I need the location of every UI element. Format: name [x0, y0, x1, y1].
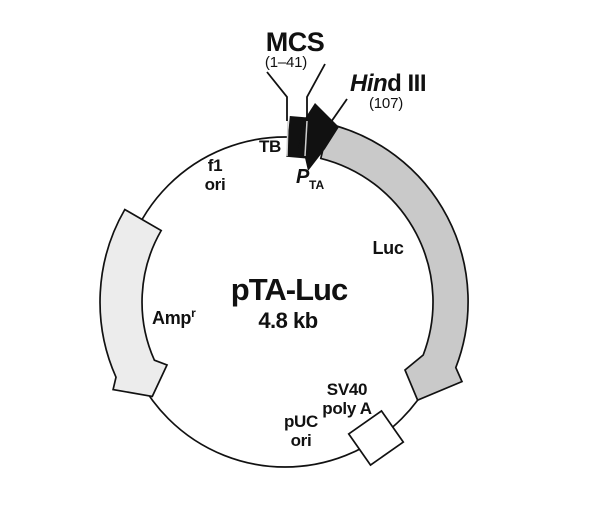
- puc-ori-label-line1: pUC: [283, 412, 319, 431]
- tb-label: TB: [258, 137, 282, 156]
- hindiii-site-label: (107): [368, 95, 404, 112]
- sv40-polya-label-line1: SV40: [326, 380, 368, 399]
- mcs-range-label: (1–41): [264, 54, 308, 71]
- mcs-boundary-tick-right: [304, 120, 308, 157]
- plasmid-title: pTA-Luc: [230, 272, 348, 307]
- luc-gene-arc-arrow: [319, 122, 469, 402]
- hindiii-leader-line: [330, 98, 348, 123]
- hindiii-label-rest-part: d III: [387, 70, 427, 97]
- mcs-leader-line-right: [306, 63, 326, 121]
- sv40-polya-label: SV40 poly A: [322, 380, 372, 418]
- f1-ori-label-line2: ori: [204, 175, 226, 194]
- mcs-leader-line-left: [266, 71, 288, 121]
- pta-label: PTA: [296, 166, 324, 191]
- pta-promoter-arrow: [298, 103, 339, 171]
- puc-ori-label: pUC ori: [284, 412, 318, 450]
- amp-gene-arc-arrow: [99, 208, 169, 398]
- mcs-label: MCS: [265, 27, 325, 57]
- hindiii-label: Hind III: [349, 70, 427, 97]
- amp-label: Ampr: [152, 306, 196, 328]
- plasmid-size: 4.8 kb: [258, 308, 318, 333]
- pta-label-subscript: TA: [309, 178, 325, 192]
- f1-ori-label-line1: f1: [207, 156, 223, 175]
- sv40-polya-box: [347, 409, 405, 467]
- sv40-polya-label-line2: poly A: [322, 399, 372, 418]
- f1-ori-label: f1 ori: [205, 156, 226, 194]
- amp-label-text: Amp: [152, 308, 192, 328]
- mcs-boundary-tick-left: [286, 120, 289, 157]
- amp-label-superscript: r: [191, 306, 196, 320]
- hindiii-label-italic-part: Hin: [349, 70, 388, 97]
- luc-label: Luc: [372, 238, 404, 258]
- puc-ori-label-line2: ori: [290, 431, 312, 450]
- pta-label-symbol: P: [296, 166, 310, 188]
